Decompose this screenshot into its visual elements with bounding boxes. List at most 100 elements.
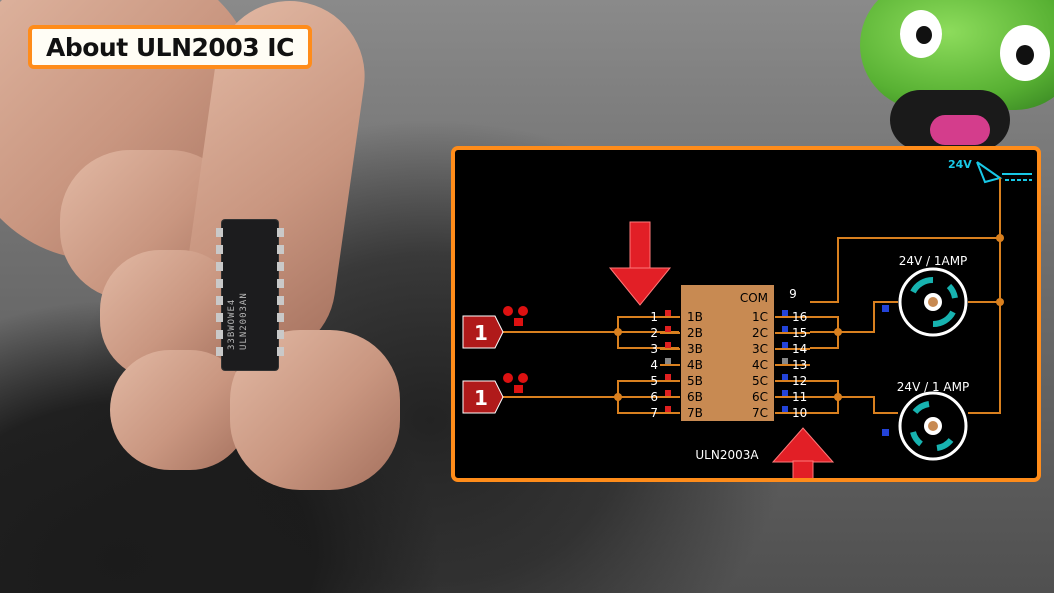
pin-indicator (782, 358, 788, 364)
ic-output-label: 6C (752, 390, 768, 404)
chip-pin (277, 296, 284, 305)
toggle-down-icon[interactable] (518, 373, 528, 383)
chip-pin (277, 228, 284, 237)
ic-input-label: 1B (687, 310, 703, 324)
ic-input-label: 2B (687, 326, 703, 340)
motor-2: 24V / 1 AMP (882, 380, 969, 461)
ic-input-label: 5B (687, 374, 703, 388)
toy-pupil-left (916, 26, 932, 44)
pin-indicator (665, 374, 671, 380)
wire-com (810, 237, 1000, 303)
pin-indicator (782, 374, 788, 380)
pin-indicator (514, 385, 523, 393)
ic-name-label: ULN2003A (695, 448, 759, 462)
motor-1-label: 24V / 1AMP (899, 254, 968, 268)
toggle-up-icon[interactable] (503, 373, 513, 383)
junction (834, 393, 842, 401)
pin-indicator (782, 390, 788, 396)
toy-figure-tongue (930, 115, 990, 145)
pin-indicator (782, 326, 788, 332)
ic-output-pin-number: 15 (792, 326, 807, 340)
pin-indicator (665, 358, 671, 364)
chip-marking: 33BWOWE4 ULN2003AN (226, 250, 274, 350)
pin-indicator (665, 310, 671, 316)
ic-output-pin-number: 11 (792, 390, 807, 404)
logic-source-1: 1 (462, 306, 528, 349)
ic-output-label: 5C (752, 374, 768, 388)
pin-indicator (782, 406, 788, 412)
chip-pin (216, 262, 223, 271)
toy-pupil-right (1016, 45, 1034, 65)
supply-symbol: 24V (948, 158, 1032, 190)
motor-2-label: 24V / 1 AMP (897, 380, 969, 394)
ic-input-label: 4B (687, 358, 703, 372)
ic-input-pin-number: 1 (650, 310, 658, 324)
annotation-arrow-up (771, 427, 835, 478)
ic-output-label: 2C (752, 326, 768, 340)
chip-pin (277, 279, 284, 288)
wire-motor2-left (838, 396, 898, 414)
annotation-arrow-down (608, 221, 672, 306)
logic-source-2: 1 (462, 373, 528, 414)
ic-com-label: COM (740, 291, 768, 305)
chip-pin (277, 313, 284, 322)
junction (996, 234, 1004, 242)
ic-input-label: 6B (687, 390, 703, 404)
title-text: About ULN2003 IC (46, 32, 294, 62)
ic-input-label: 3B (687, 342, 703, 356)
supply-label: 24V (948, 158, 972, 171)
ic-input-pin-number: 5 (650, 374, 658, 388)
chip-pin (216, 228, 223, 237)
chip-pin (216, 296, 223, 305)
ic-output-pin-number: 12 (792, 374, 807, 388)
chip-pin (216, 330, 223, 339)
ic-input-pin-number: 4 (650, 358, 658, 372)
pin-indicator (665, 390, 671, 396)
pin-indicator (665, 342, 671, 348)
ic-output-pin-number: 13 (792, 358, 807, 372)
chip-pin (277, 262, 284, 271)
chip-pin (216, 313, 223, 322)
chip-pin (216, 279, 223, 288)
ic-output-label: 7C (752, 406, 768, 420)
chip-pin (277, 347, 284, 356)
ic-body (679, 283, 776, 423)
pin-indicator (782, 342, 788, 348)
ic-output-label: 3C (752, 342, 768, 356)
junctions (614, 234, 1004, 401)
toggle-down-icon[interactable] (518, 306, 528, 316)
pin-indicator (782, 310, 788, 316)
ic-output-pin-number: 16 (792, 310, 807, 324)
junction (614, 328, 622, 336)
ic-output-label: 4C (752, 358, 768, 372)
ic-input-pin-number: 2 (650, 326, 658, 340)
logic-source-2-value: 1 (474, 386, 488, 410)
hand-finger (110, 350, 250, 470)
junction (834, 328, 842, 336)
pin-indicator (665, 326, 671, 332)
wire-motor1-left (838, 301, 898, 333)
pin-indicator (882, 305, 889, 312)
uln2003-chip-photo: 33BWOWE4 ULN2003AN (222, 220, 278, 370)
pin-indicator (665, 406, 671, 412)
chip-pin (216, 347, 223, 356)
ic-input-pin-number: 6 (650, 390, 658, 404)
motor-1: 24V / 1AMP (882, 254, 968, 337)
chip-pin (277, 245, 284, 254)
pin-indicator (514, 318, 523, 326)
ic-input-label: 7B (687, 406, 703, 420)
ic-input-pin-number: 3 (650, 342, 658, 356)
chip-marking-line-2: ULN2003AN (239, 292, 249, 350)
chip-marking-line-1: 33BWOWE4 (227, 298, 237, 350)
toggle-up-icon[interactable] (503, 306, 513, 316)
junction (614, 393, 622, 401)
ic-output-pin-number: 10 (792, 406, 807, 420)
logic-source-1-value: 1 (474, 321, 488, 345)
pin-indicator (882, 429, 889, 436)
chip-pin (216, 245, 223, 254)
wire-supply-vertical (968, 178, 1001, 414)
junction (996, 298, 1004, 306)
